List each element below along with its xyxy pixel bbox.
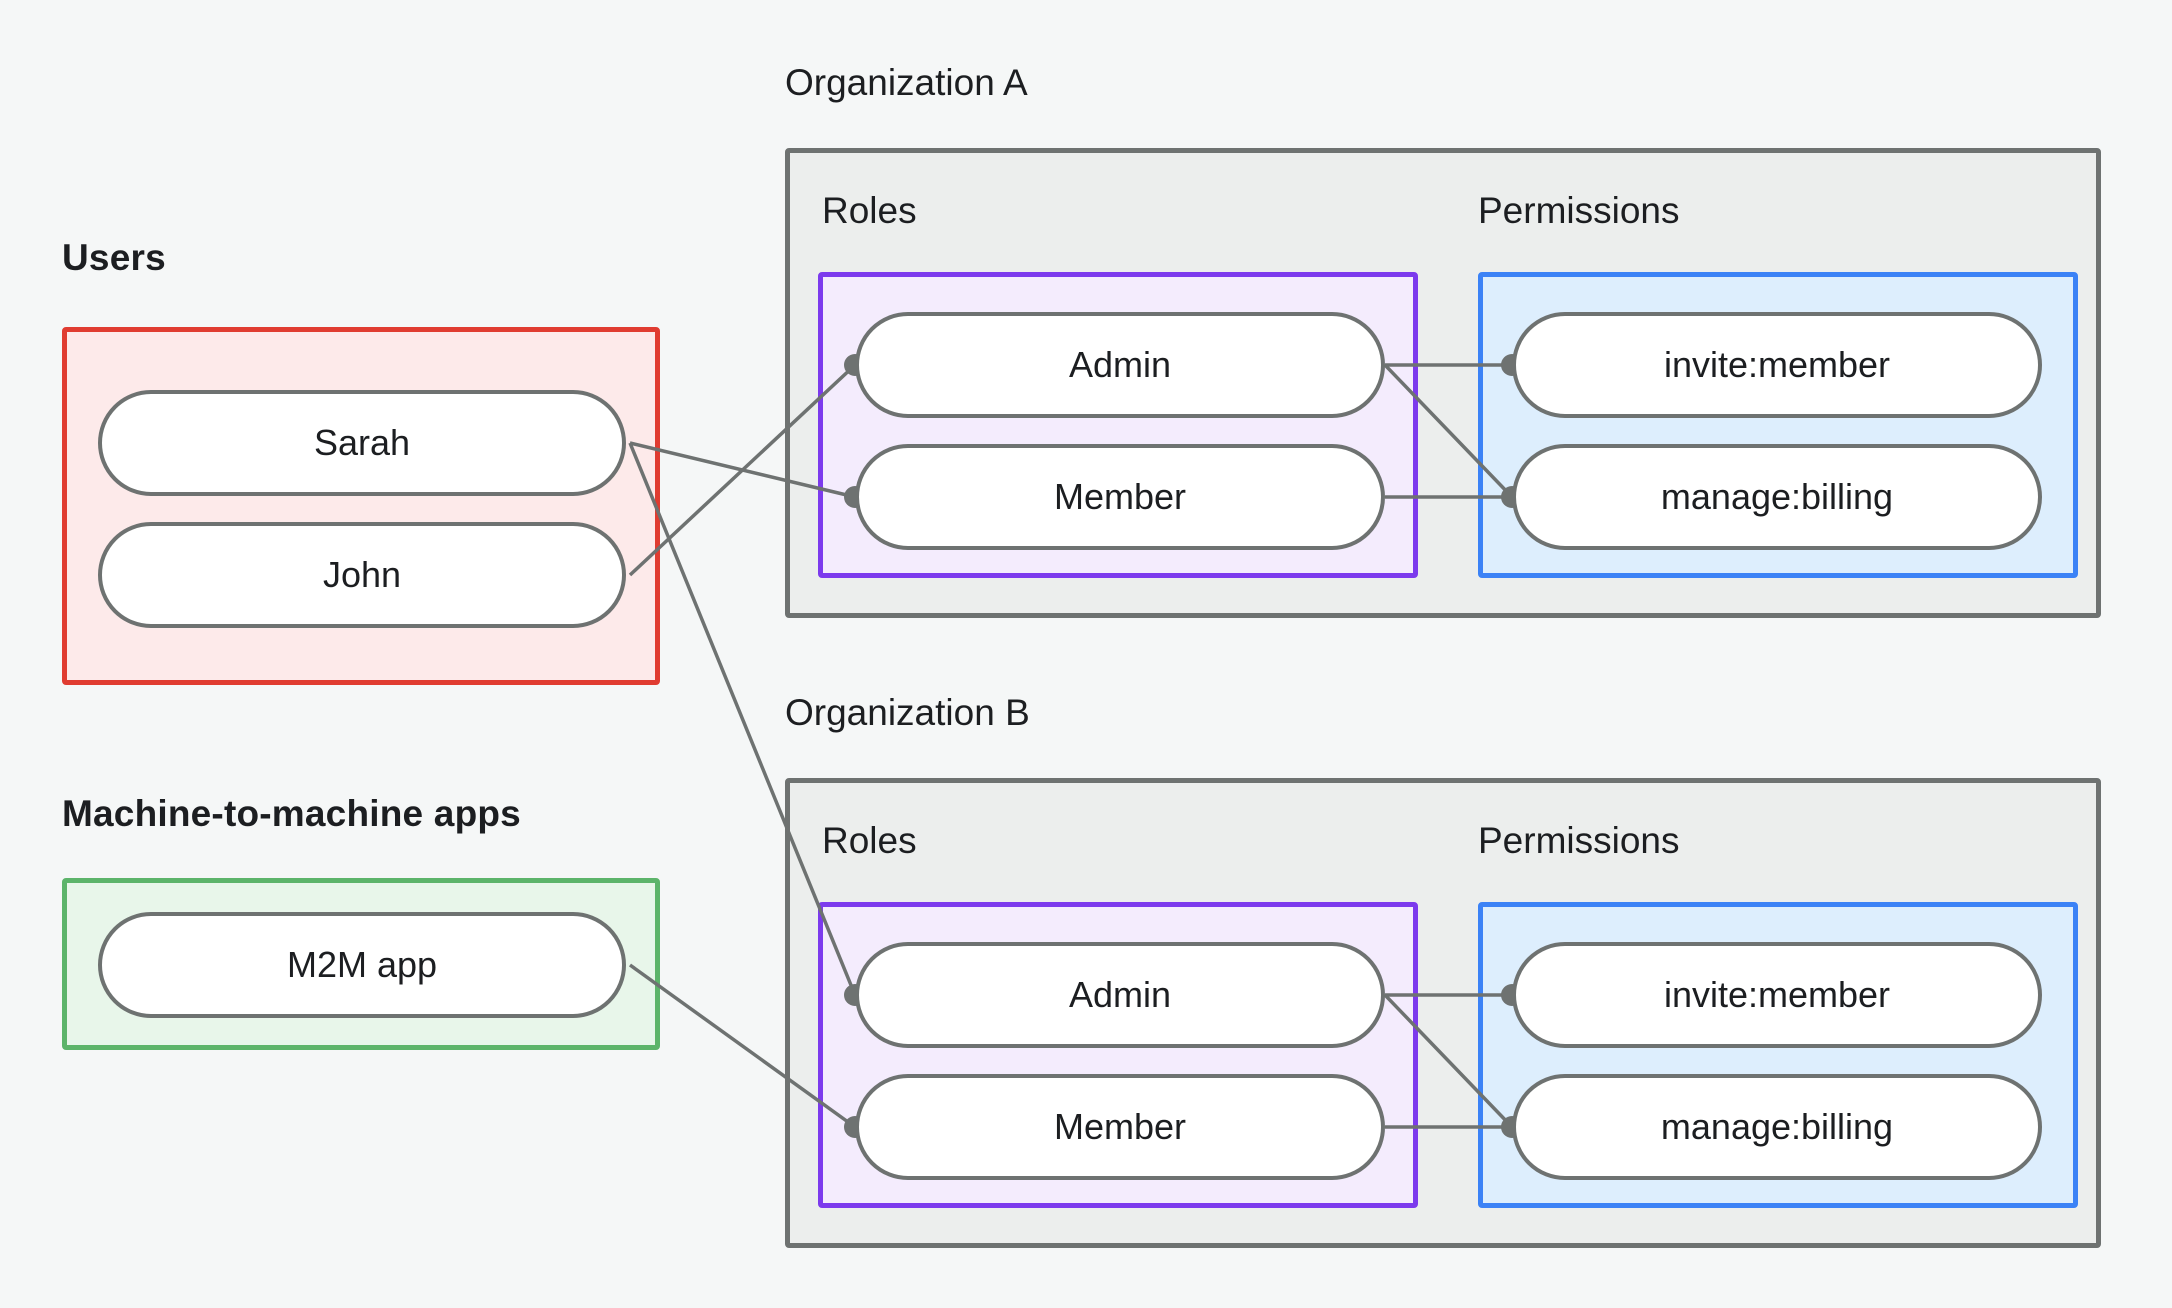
m2m-group-label: Machine-to-machine apps [62,793,521,834]
org-b-role-pill-member-label: Member [1053,1106,1187,1147]
org-b-role-pill-admin[interactable]: Admin [855,942,1385,1048]
users-group-box [62,327,660,685]
org-a-role-pill-member-label: Member [1053,476,1187,517]
m2m-pill-app[interactable]: M2M app [98,912,626,1018]
user-pill-sarah-label: Sarah [313,422,411,463]
org-b-permissions-label: Permissions [1478,820,1680,861]
user-pill-john-label: John [322,554,402,595]
org-b-roles-label: Roles [822,820,917,861]
user-pill-sarah[interactable]: Sarah [98,390,626,496]
org-a-permission-pill-manage-billing-label: manage:billing [1660,476,1894,517]
org-a-role-pill-member[interactable]: Member [855,444,1385,550]
org-a-permission-pill-invite-member-label: invite:member [1663,344,1891,385]
org-b-permission-pill-manage-billing[interactable]: manage:billing [1512,1074,2042,1180]
org-a-permissions-label: Permissions [1478,190,1680,231]
org-a-roles-label: Roles [822,190,917,231]
org-a-label: Organization A [785,62,1028,103]
users-group-label: Users [62,237,166,278]
org-b-permission-pill-manage-billing-label: manage:billing [1660,1106,1894,1147]
org-a-role-pill-admin-label: Admin [1068,344,1172,385]
org-b-permission-pill-invite-member[interactable]: invite:member [1512,942,2042,1048]
org-b-permission-pill-invite-member-label: invite:member [1663,974,1891,1015]
m2m-pill-app-label: M2M app [286,944,438,985]
user-pill-john[interactable]: John [98,522,626,628]
org-a-role-pill-admin[interactable]: Admin [855,312,1385,418]
org-a-permission-pill-manage-billing[interactable]: manage:billing [1512,444,2042,550]
org-b-label: Organization B [785,692,1030,733]
org-b-role-pill-member[interactable]: Member [855,1074,1385,1180]
org-a-permission-pill-invite-member[interactable]: invite:member [1512,312,2042,418]
org-b-role-pill-admin-label: Admin [1068,974,1172,1015]
